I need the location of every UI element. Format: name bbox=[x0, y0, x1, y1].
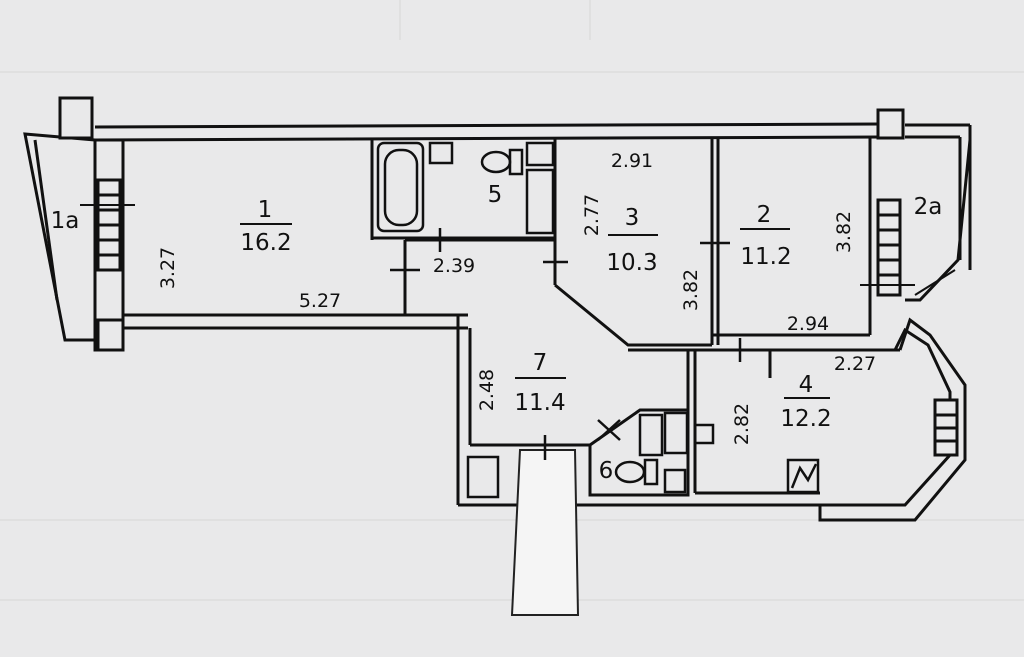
door-marks bbox=[390, 228, 742, 460]
room-7-area: 11.4 bbox=[514, 390, 565, 416]
toilet-icon bbox=[480, 150, 512, 174]
entrance bbox=[510, 449, 580, 616]
room-3-number: 3 bbox=[625, 205, 640, 231]
bathroom-fixtures bbox=[376, 141, 820, 499]
room-1-area: 16.2 bbox=[240, 230, 291, 256]
dim-room1-height: 3.27 bbox=[157, 247, 179, 289]
dim-room3-top: 2.91 bbox=[611, 150, 653, 172]
stove-icon bbox=[786, 458, 820, 494]
dim-room4-side: 2.82 bbox=[731, 403, 753, 445]
dim-room7-height: 2.48 bbox=[476, 369, 498, 411]
balcony-2a bbox=[860, 108, 972, 302]
dim-room1-width: 5.27 bbox=[299, 290, 341, 312]
wc-toilet-icon bbox=[614, 460, 646, 484]
dim-room3-side: 2.77 bbox=[581, 194, 603, 236]
room-labels: 1 16.2 2 11.2 3 10.3 4 12.2 7 11.4 1a 2a… bbox=[51, 182, 943, 484]
dim-hall-width: 2.39 bbox=[433, 255, 475, 277]
room-1-number: 1 bbox=[258, 197, 273, 223]
room-2-area: 11.2 bbox=[740, 244, 791, 270]
bay-window bbox=[818, 317, 967, 522]
room-4-area: 12.2 bbox=[780, 406, 831, 432]
outer-walls bbox=[93, 122, 972, 507]
dim-room2-right: 3.82 bbox=[833, 211, 855, 253]
bathroom-5-label: 5 bbox=[488, 182, 503, 208]
dim-room4-top: 2.27 bbox=[834, 353, 876, 375]
bathtub-icon bbox=[376, 141, 425, 233]
room-4-number: 4 bbox=[799, 372, 814, 398]
balcony-1a-label: 1a bbox=[51, 208, 80, 234]
dimension-labels: 3.27 5.27 2.39 2.91 2.77 3.82 3.82 2.94 … bbox=[157, 150, 876, 445]
balcony-2a-label: 2a bbox=[914, 194, 943, 220]
room-3-area: 10.3 bbox=[606, 250, 657, 276]
wc-6-label: 6 bbox=[599, 458, 614, 484]
interior-walls bbox=[370, 137, 900, 497]
room-7-number: 7 bbox=[533, 350, 548, 376]
dim-room3-side-2: 3.82 bbox=[680, 269, 702, 311]
room-2-number: 2 bbox=[757, 202, 772, 228]
sink-icon bbox=[428, 141, 454, 165]
dim-room2-bottom: 2.94 bbox=[787, 313, 829, 335]
balcony-1a bbox=[23, 96, 135, 352]
